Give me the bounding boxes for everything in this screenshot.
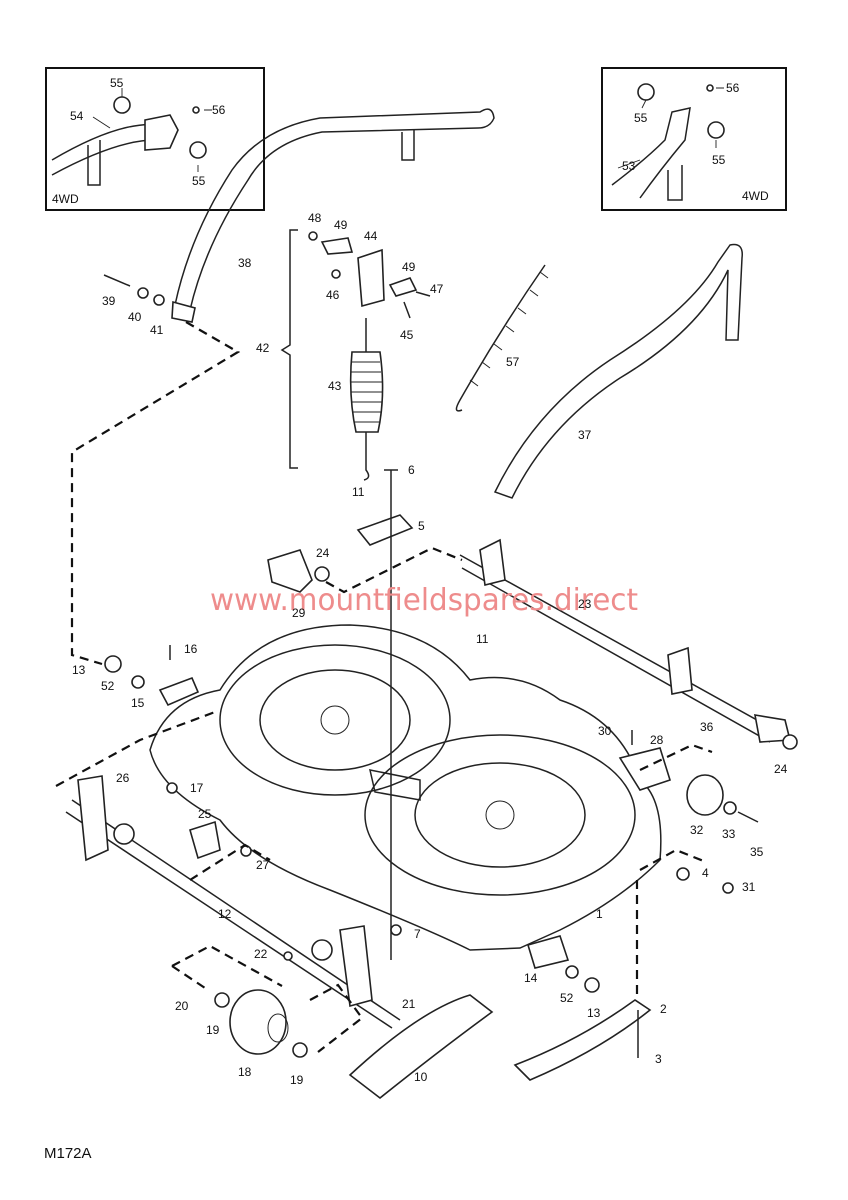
callout-label: 31 [742, 880, 756, 894]
callout-label: 29 [292, 606, 306, 620]
inset-right-tag: 4WD [742, 189, 769, 203]
callout-label: 21 [402, 997, 416, 1011]
callout-label: 24 [774, 762, 788, 776]
callout-label: 36 [700, 720, 714, 734]
callout-label: 5 [418, 519, 425, 533]
callout-label: 24 [316, 546, 330, 560]
inset-left-tag: 4WD [52, 192, 79, 206]
callout-label: 2 [660, 1002, 667, 1016]
callout-label: 42 [256, 341, 270, 355]
callout-label: 37 [578, 428, 592, 442]
callout-label: 38 [238, 256, 252, 270]
callout-label: 26 [116, 771, 130, 785]
callout-label: 20 [175, 999, 189, 1013]
callout-label: 13 [587, 1006, 601, 1020]
watermark: www.mountfieldspares.direct [210, 583, 638, 618]
callout-label: 19 [206, 1023, 220, 1037]
dashed-connectors [55, 321, 713, 1053]
callout-label: 18 [238, 1065, 252, 1079]
callout-label: 13 [72, 663, 86, 677]
inset-left-label: 55 [192, 174, 206, 188]
inset-right-label: 55 [634, 111, 648, 125]
callout-label: 28 [650, 733, 664, 747]
inset-left-label: 54 [70, 109, 84, 123]
callout-label: 39 [102, 294, 116, 308]
callout-label: 11 [476, 632, 489, 646]
callout-label: 3 [655, 1052, 662, 1066]
inset-left-label: 56 [212, 103, 226, 117]
callout-label: 6 [408, 463, 415, 477]
callout-label: 46 [326, 288, 340, 302]
callout-label: 41 [150, 323, 164, 337]
callout-label: 40 [128, 310, 142, 324]
callout-label: 22 [254, 947, 268, 961]
callout-label: 44 [364, 229, 378, 243]
inset-right-4wd: 55 56 53 55 4WD [601, 67, 787, 211]
callout-label: 25 [198, 807, 212, 821]
inset-right-label: 53 [622, 159, 636, 173]
callout-label: 27 [256, 858, 270, 872]
exploded-view-artwork [65, 108, 798, 1100]
callout-label: 19 [290, 1073, 304, 1087]
callout-label: 1 [596, 907, 603, 921]
callout-label: 16 [184, 642, 198, 656]
callout-label: 30 [598, 724, 612, 738]
callout-labels: 38 39 40 41 48 49 44 46 49 47 45 42 43 5… [72, 211, 788, 1087]
callout-label: 11 [352, 485, 365, 499]
callout-label: 4 [702, 866, 709, 880]
callout-label: 23 [578, 597, 592, 611]
callout-label: 47 [430, 282, 444, 296]
callout-label: 52 [101, 679, 115, 693]
callout-label: 17 [190, 781, 204, 795]
callout-label: 33 [722, 827, 736, 841]
callout-label: 14 [524, 971, 538, 985]
callout-label: 7 [414, 927, 421, 941]
callout-label: 48 [308, 211, 322, 225]
callout-label: 57 [506, 355, 520, 369]
callout-label: 45 [400, 328, 414, 342]
callout-label: 12 [218, 907, 232, 921]
callout-label: 43 [328, 379, 342, 393]
inset-right-label: 55 [712, 153, 726, 167]
callout-label: 15 [131, 696, 145, 710]
inset-right-label: 56 [726, 81, 740, 95]
callout-label: 49 [334, 218, 348, 232]
callout-label: 10 [414, 1070, 428, 1084]
callout-label: 35 [750, 845, 764, 859]
callout-label: 49 [402, 260, 416, 274]
diagram-code: M172A [44, 1145, 92, 1162]
callout-label: 32 [690, 823, 704, 837]
callout-label: 52 [560, 991, 574, 1005]
inset-left-4wd: 55 54 56 55 4WD [45, 67, 265, 211]
inset-left-label: 55 [110, 76, 124, 90]
